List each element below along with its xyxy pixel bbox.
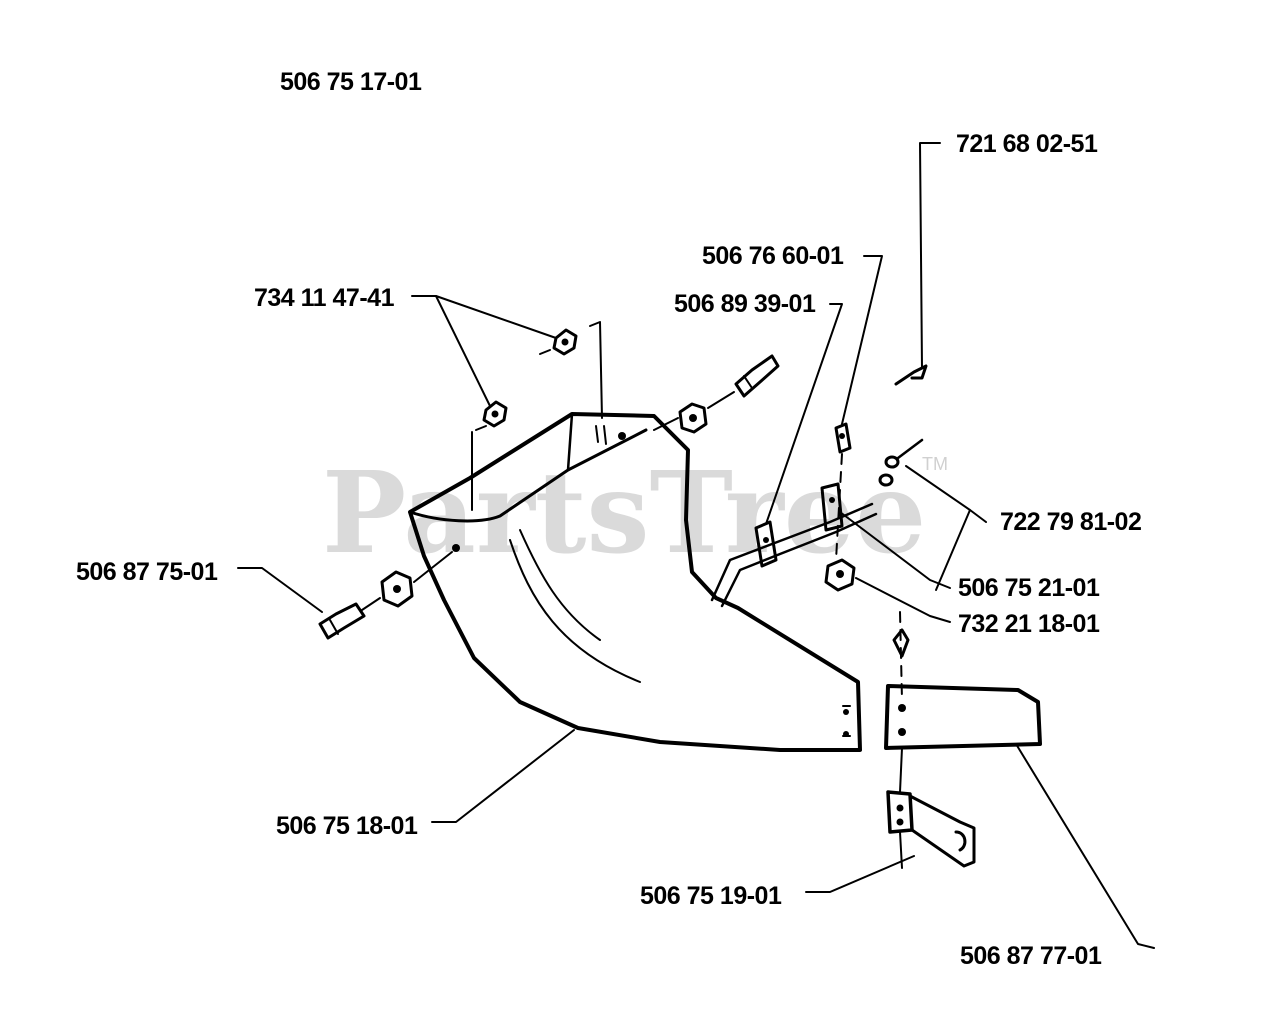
callout-clip: 506 76 60-01 xyxy=(702,242,844,270)
clip-part xyxy=(834,422,852,454)
small-pin xyxy=(892,628,910,658)
callout-washers: 722 79 81-02 xyxy=(1000,508,1141,536)
callout-small-bracket: 506 89 39-01 xyxy=(674,290,816,318)
callout-extension-plate: 506 87 77-01 xyxy=(960,942,1102,970)
watermark-trademark: TM xyxy=(922,454,948,474)
pin xyxy=(894,364,928,386)
callout-chute: 506 75 18-01 xyxy=(276,812,418,840)
callout-locknut: 732 21 18-01 xyxy=(958,610,1100,638)
callout-mount-bracket: 506 75 19-01 xyxy=(640,882,782,910)
block xyxy=(820,482,844,532)
callout-nut: 734 11 47-41 xyxy=(254,284,395,312)
nut-parts xyxy=(482,328,578,428)
discharge-chute xyxy=(408,412,862,752)
callout-assembly: 506 75 17-01 xyxy=(280,68,422,96)
extension-plate xyxy=(884,684,1042,750)
locknut xyxy=(824,558,856,592)
left-bolt xyxy=(318,570,414,640)
washers xyxy=(878,438,924,487)
mount-bracket xyxy=(886,790,976,868)
callout-left-bolt: 506 87 75-01 xyxy=(76,558,218,586)
top-bolt xyxy=(678,354,780,434)
callout-block: 506 75 21-01 xyxy=(958,574,1100,602)
callout-pin: 721 68 02-51 xyxy=(956,130,1098,158)
leader-lines xyxy=(237,142,1155,949)
